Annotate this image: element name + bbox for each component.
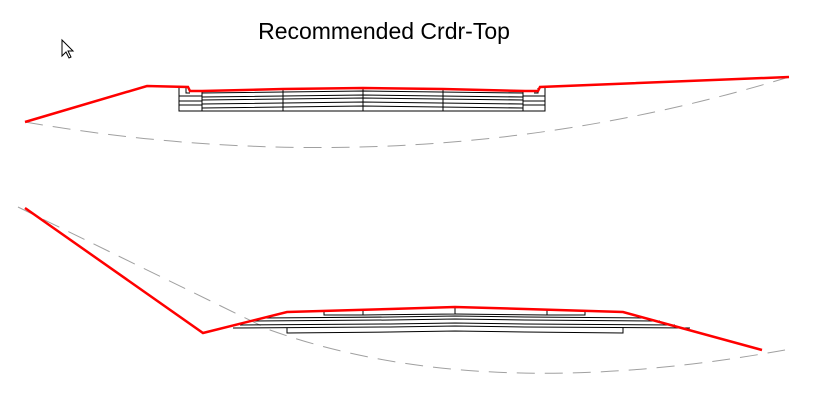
top-section [24,75,790,148]
bottom-section [17,206,786,374]
design-surface-line-bottom [24,206,763,352]
drawing-title: Recommended Crdr-Top [258,18,510,44]
mouse-cursor-icon [61,38,75,59]
existing-ground-line-top [24,76,790,148]
existing-ground-line-bottom [17,206,786,374]
design-surface-line-top [24,75,790,124]
pavement-structure-bottom [232,307,691,334]
